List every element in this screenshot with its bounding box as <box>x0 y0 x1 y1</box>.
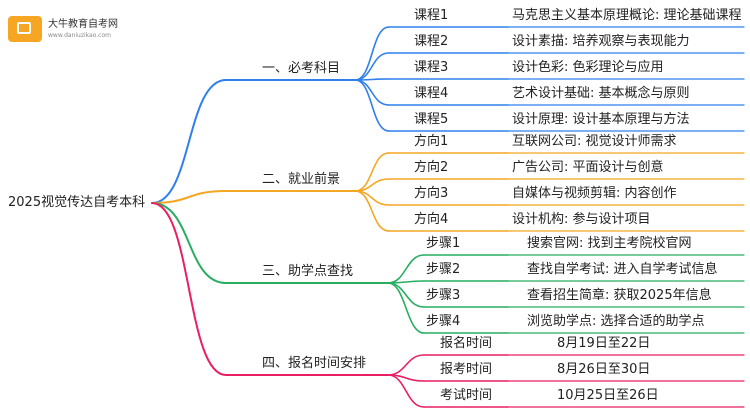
leaf-label: 设计素描: 培养观察与表现能力 <box>512 34 690 49</box>
leaf-label: 互联网公司: 视觉设计师需求 <box>512 134 677 149</box>
branch-label: 二、就业前景 <box>262 172 341 187</box>
node-label: 步骤3 <box>426 288 461 303</box>
branch-connector <box>151 190 227 204</box>
node-label: 方向2 <box>414 160 449 175</box>
node-label: 报考时间 <box>440 362 493 377</box>
node-connector <box>354 52 390 81</box>
leaf-label: 设计色彩: 色彩理论与应用 <box>512 60 664 75</box>
leaf-label: 8月19日至22日 <box>557 336 651 351</box>
node-label: 课程2 <box>414 34 449 49</box>
node-connector <box>387 354 425 376</box>
leaf-label: 查找自学考试: 进入自学考试信息 <box>527 262 718 277</box>
leaf-label: 设计原理: 设计基本原理与方法 <box>512 112 690 127</box>
leaf-label: 搜索官网: 找到主考院校官网 <box>527 236 692 251</box>
node-label: 步骤1 <box>426 236 461 251</box>
leaf-label: 艺术设计基础: 基本概念与原则 <box>512 86 690 101</box>
node-connector <box>387 282 425 308</box>
leaf-label: 10月25日至26日 <box>557 388 659 403</box>
node-label: 方向4 <box>414 212 449 227</box>
node-connector <box>354 79 390 106</box>
node-label: 课程4 <box>414 86 449 101</box>
node-label: 课程3 <box>414 60 449 75</box>
node-label: 考试时间 <box>440 388 493 403</box>
node-label: 报名时间 <box>440 336 493 351</box>
node-connector <box>387 254 425 284</box>
node-connector <box>354 190 390 232</box>
branch-connector <box>151 79 227 204</box>
branch-connector <box>151 202 227 284</box>
node-label: 课程1 <box>414 8 449 23</box>
brand-name: 大牛教育自考网 <box>48 18 118 30</box>
branch-label: 四、报名时间安排 <box>262 356 367 371</box>
brand-url: www.daniuzikao.com <box>48 31 111 39</box>
node-label: 方向3 <box>414 186 449 201</box>
leaf-label: 马克思主义基本原理概论: 理论基础课程 <box>512 8 742 23</box>
leaf-label: 自媒体与视频剪辑: 内容创作 <box>512 186 677 201</box>
branch-connector <box>151 202 227 376</box>
leaf-label: 8月26日至30日 <box>557 362 651 377</box>
node-connector <box>387 374 425 408</box>
leaf-label: 浏览助学点: 选择合适的助学点 <box>527 314 705 329</box>
brand-logo: 大牛教育自考网 www.daniuzikao.com <box>8 16 118 42</box>
book-badge-icon <box>8 16 42 42</box>
node-label: 方向1 <box>414 134 449 149</box>
leaf-label: 设计机构: 参与设计项目 <box>512 212 651 227</box>
node-label: 步骤2 <box>426 262 461 277</box>
leaf-label: 广告公司: 平面设计与创意 <box>512 160 664 175</box>
root-topic: 2025视觉传达自考本科 <box>8 195 146 210</box>
node-connector <box>354 79 390 132</box>
node-connector <box>387 282 425 334</box>
node-label: 步骤4 <box>426 314 461 329</box>
branch-label: 三、助学点查找 <box>262 264 354 279</box>
node-label: 课程5 <box>414 112 449 127</box>
leaf-label: 查看招生简章: 获取2025年信息 <box>527 288 712 303</box>
branch-label: 一、必考科目 <box>262 61 341 76</box>
